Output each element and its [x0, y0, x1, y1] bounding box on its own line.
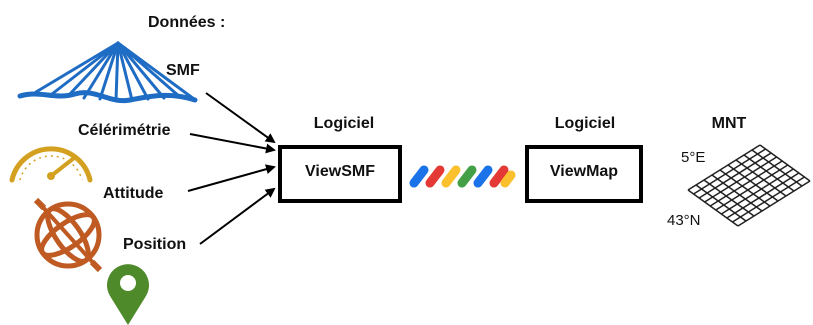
label-position: Position [123, 236, 186, 253]
viewsmf-box [278, 145, 402, 203]
label-smf: SMF [166, 62, 200, 79]
grid-line [704, 156, 778, 203]
arrow-attitude [187, 164, 276, 192]
lat-label: 43°N [667, 212, 701, 229]
grid-line [709, 160, 783, 207]
grid-line [687, 144, 761, 191]
label-attitude: Attitude [103, 185, 164, 202]
viewmap-box [525, 145, 643, 203]
grid-line [687, 189, 739, 227]
grid-line [703, 179, 755, 217]
grid-line [726, 172, 800, 219]
lon-label: 5°E [681, 149, 705, 166]
arrow-smf [205, 92, 276, 144]
arrow-celerimetrie [189, 133, 276, 154]
grid-line [720, 168, 794, 215]
grid-line [719, 169, 771, 207]
connector-stripes-icon [409, 165, 516, 188]
viewsmf-label: ViewSMF [305, 163, 375, 180]
grid-line [695, 184, 747, 222]
label-celerimetrie: Célérimétrie [78, 122, 171, 139]
software-2-header: Logiciel [555, 115, 615, 132]
gauge-icon [9, 146, 93, 183]
grid-line [737, 180, 811, 227]
grid-line [693, 148, 766, 195]
grid-line [732, 176, 805, 223]
grid-line [735, 159, 787, 197]
grid-line [759, 144, 811, 182]
map-pin-icon [107, 264, 149, 325]
grid-line [711, 174, 763, 212]
input-arrows [187, 92, 276, 245]
grid-line [751, 149, 803, 187]
grid-line [727, 164, 779, 202]
terrain-grid-icon [687, 144, 811, 227]
grid-line [715, 164, 789, 211]
software-1-header: Logiciel [314, 115, 374, 132]
gyroscope-icon [33, 197, 103, 273]
grid-line [743, 154, 795, 192]
output-header: MNT [712, 115, 747, 132]
viewmap-label: ViewMap [550, 163, 618, 180]
swath-fan-icon [17, 41, 198, 104]
data-title: Données : [148, 14, 225, 31]
arrow-position [199, 187, 276, 245]
grid-line [698, 152, 772, 199]
